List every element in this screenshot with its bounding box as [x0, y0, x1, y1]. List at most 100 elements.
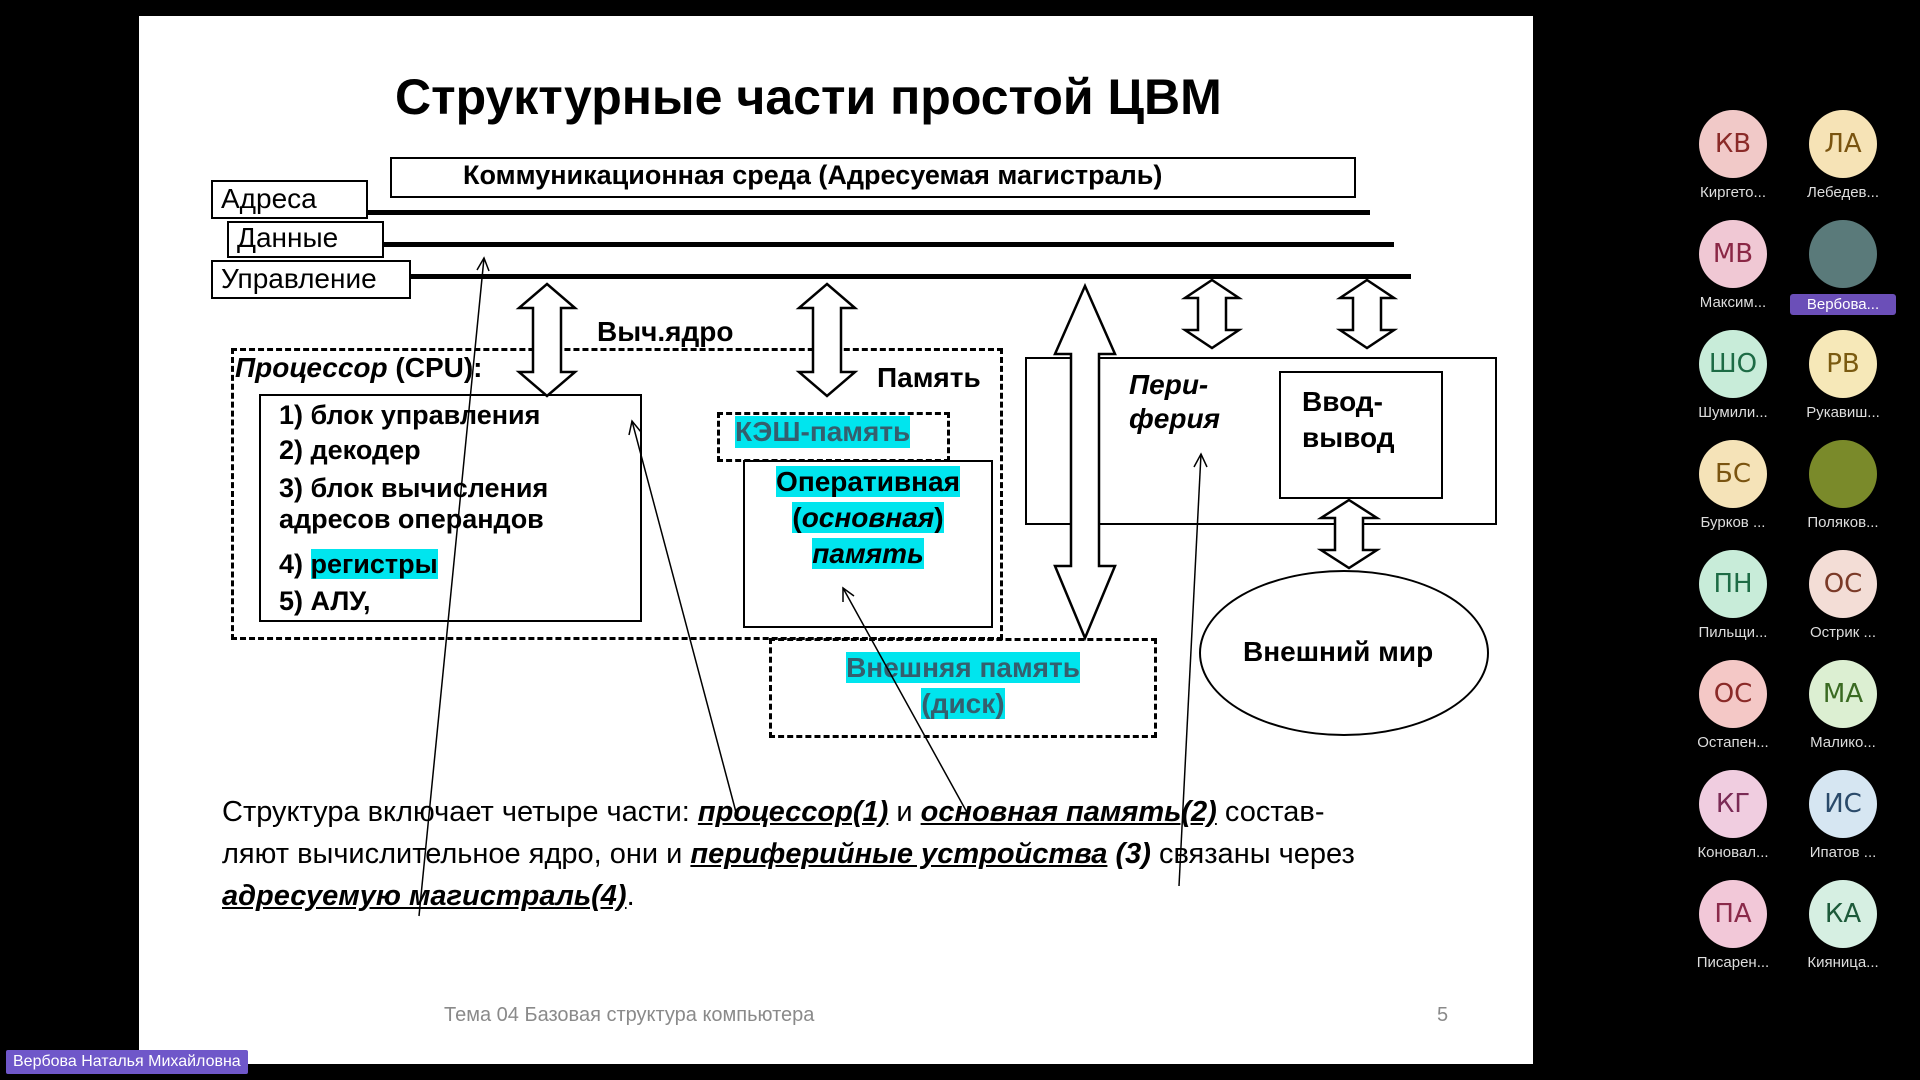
participant-name: Остапен...: [1697, 734, 1769, 751]
participant-name: Киргето...: [1700, 184, 1766, 201]
participant-tile[interactable]: ОС Остапен...: [1680, 660, 1786, 751]
periphery-line-1: Пери-: [1129, 369, 1209, 400]
para-bus: адресуемую магистраль(4): [222, 880, 627, 912]
pointer-processor-head: [628, 419, 642, 436]
io-box: [1279, 371, 1443, 499]
participant-avatar: КВ: [1699, 110, 1767, 178]
para-num-3: (3): [1107, 838, 1151, 870]
pointer-bus-head: [476, 256, 490, 272]
participant-avatar: ОС: [1809, 550, 1877, 618]
pointer-processor: [631, 420, 738, 817]
participant-name: Кияница...: [1807, 954, 1879, 971]
ram-paren-open: (: [792, 502, 802, 533]
cache-label: КЭШ-память: [735, 416, 911, 448]
participant-tile[interactable]: ОС Острик ...: [1790, 550, 1896, 641]
cpu-item-4: 4) регистры: [279, 549, 438, 580]
participant-tile[interactable]: Поляков...: [1790, 440, 1896, 531]
double-arrow-periphery-2: [1335, 278, 1399, 350]
periphery-box: [1025, 357, 1497, 525]
para-period: .: [626, 880, 635, 912]
cpu-label-suffix: (CPU):: [387, 352, 483, 383]
cpu-label: Процессор (CPU):: [235, 352, 483, 384]
ram-line-2: (основная): [792, 502, 944, 533]
computing-core-frame: [231, 348, 1003, 640]
control-label-box: [211, 260, 411, 299]
cpu-item-3b: адресов операндов: [279, 504, 544, 534]
para-text-3: ляют вычислительное ядро, они и: [222, 838, 691, 870]
slide-footer: Тема 04 Базовая структура компьютера: [444, 1004, 815, 1026]
cpu-item-4-prefix: 4): [279, 549, 311, 579]
pointer-main-memory-head: [842, 586, 855, 602]
ram-main-word: основная: [801, 502, 935, 533]
participant-avatar: РВ: [1809, 330, 1877, 398]
para-text-2: состав-: [1216, 796, 1325, 828]
ram-line-1: Оперативная: [776, 466, 960, 497]
participant-avatar: [1809, 220, 1877, 288]
participant-avatar: МА: [1809, 660, 1877, 728]
para-text-1: Структура включает четыре части:: [222, 796, 698, 828]
periphery-label: Пери- ферия: [1129, 368, 1220, 436]
para-text-4: связаны через: [1150, 838, 1355, 870]
double-arrow-periphery-1: [1180, 278, 1244, 350]
participant-name: Малико...: [1810, 734, 1876, 751]
summary-paragraph: Структура включает четыре части: процесс…: [222, 791, 1355, 917]
data-label-box: [227, 221, 384, 258]
participant-avatar: БС: [1699, 440, 1767, 508]
paragraph-line-3: адресуемую магистраль(4).: [222, 875, 1355, 917]
participant-name: Вербова...: [1790, 294, 1896, 315]
presentation-slide: Структурные части простой ЦВМ Коммуникац…: [139, 16, 1533, 1064]
participant-name: Острик ...: [1810, 624, 1876, 641]
participant-tile[interactable]: КВ Киргето...: [1680, 110, 1786, 201]
address-bus-line: [365, 210, 1370, 215]
para-processor: процессор(1): [697, 796, 889, 828]
participant-avatar: МВ: [1699, 220, 1767, 288]
address-label: Адреса: [221, 183, 317, 214]
participant-name: Ипатов ...: [1809, 844, 1877, 861]
para-main-memory: основная память(2): [920, 796, 1217, 828]
pointer-bus: [418, 257, 485, 917]
participant-avatar: КГ: [1699, 770, 1767, 838]
memory-label: Память: [877, 362, 981, 393]
control-label: Управление: [221, 263, 377, 294]
para-and: и: [888, 796, 921, 828]
cpu-item-1: 1) блок управления: [279, 400, 541, 430]
io-label: Ввод- вывод: [1302, 384, 1394, 456]
double-arrow-external-memory: [1053, 282, 1117, 642]
ram-text: Оперативная (основная) память: [743, 464, 993, 572]
participant-name: Шумили...: [1698, 404, 1768, 421]
outer-world-ellipse: [1199, 570, 1489, 736]
participant-avatar: ОС: [1699, 660, 1767, 728]
participant-name: Поляков...: [1807, 514, 1879, 531]
external-memory-frame: [769, 638, 1157, 738]
ram-paren-close: ): [934, 502, 944, 533]
slide-title: Структурные части простой ЦВМ: [395, 69, 1222, 125]
participant-tile[interactable]: КГ Коновал...: [1680, 770, 1786, 861]
external-memory-line-1: Внешняя память: [846, 652, 1080, 683]
diagram-arrows: [418, 256, 1399, 917]
participant-name: Коновал...: [1697, 844, 1769, 861]
participant-avatar: [1809, 440, 1877, 508]
external-memory-line-2: (диск): [921, 688, 1005, 719]
registers-highlight: регистры: [310, 549, 438, 579]
participant-avatar: ЛА: [1809, 110, 1877, 178]
participant-tile[interactable]: МА Малико...: [1790, 660, 1896, 751]
data-label: Данные: [237, 222, 339, 253]
pointer-peripheral: [1178, 453, 1202, 887]
cpu-box: [259, 394, 642, 622]
cpu-item-5: 5) АЛУ,: [279, 586, 371, 616]
participant-tile[interactable]: Вербова...: [1790, 220, 1896, 315]
paragraph-line-1: Структура включает четыре части: процесс…: [222, 791, 1355, 833]
participant-name: Писарен...: [1696, 954, 1770, 971]
periphery-line-2: ферия: [1129, 403, 1221, 434]
bus-label: Коммуникационная среда (Адресуемая магис…: [463, 160, 1163, 190]
outer-world-label: Внешний мир: [1243, 636, 1434, 667]
